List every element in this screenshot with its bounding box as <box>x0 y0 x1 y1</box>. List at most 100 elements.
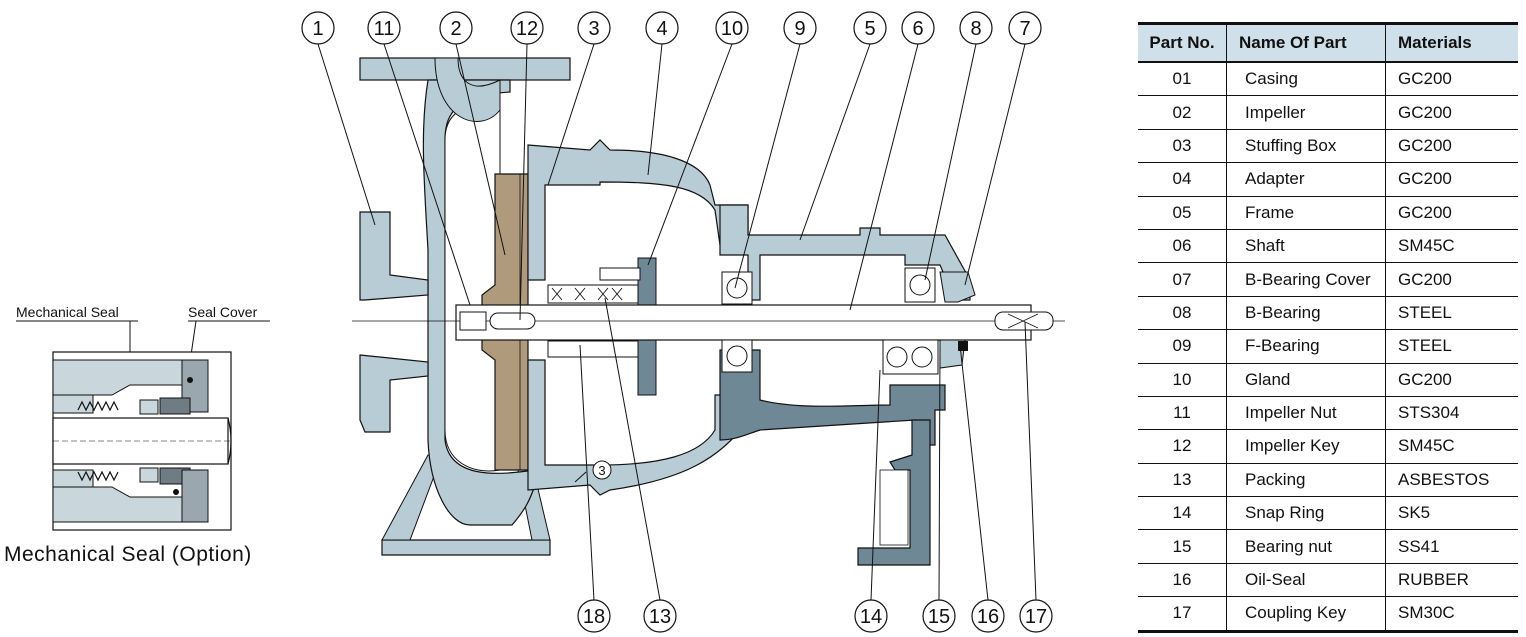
callout-3-text: 3 <box>588 18 599 40</box>
part-name-cell: Stuffing Box <box>1226 129 1386 164</box>
callout-9-text: 9 <box>794 18 805 40</box>
callout-1-text: 1 <box>312 18 323 40</box>
callout-15-text: 15 <box>928 606 950 628</box>
material-cell: STS304 <box>1385 396 1518 431</box>
part-no-cell: 01 <box>1138 62 1227 97</box>
part-name-cell: Gland <box>1226 363 1386 397</box>
material-cell: SM45C <box>1385 429 1518 464</box>
part-no-cell: 17 <box>1138 596 1227 633</box>
material-cell: GC200 <box>1385 162 1518 197</box>
callout-11: 11 <box>367 11 401 45</box>
material-cell: GC200 <box>1385 196 1518 230</box>
part-no-cell: 03 <box>1138 129 1227 164</box>
part-no-cell: 09 <box>1138 329 1227 364</box>
header-materials: Materials <box>1385 22 1518 63</box>
callout-8-text: 8 <box>970 18 981 40</box>
callout-10: 10 <box>715 11 749 45</box>
header-name-of-part: Name Of Part <box>1226 22 1386 63</box>
part-name-cell: Impeller <box>1226 95 1386 130</box>
part-no-cell: 06 <box>1138 229 1227 264</box>
part-name-cell: Packing <box>1226 463 1386 498</box>
part-no-cell: 14 <box>1138 496 1227 531</box>
part-name-cell: F-Bearing <box>1226 329 1386 364</box>
part-no-cell: 05 <box>1138 196 1227 230</box>
part-name-cell: Impeller Key <box>1226 429 1386 464</box>
parts-table-header-row: Part No. Name Of Part Materials <box>1138 22 1518 63</box>
header-part-no: Part No. <box>1138 22 1227 63</box>
callout-2: 2 <box>439 11 473 45</box>
material-cell: GC200 <box>1385 363 1518 397</box>
callout-5-text: 5 <box>864 18 875 40</box>
material-cell: GC200 <box>1385 129 1518 164</box>
callout-11-text: 11 <box>374 18 395 40</box>
callout-10-text: 10 <box>721 18 743 40</box>
material-cell: SM30C <box>1385 596 1518 633</box>
callout-1: 1 <box>301 11 335 45</box>
part-name-cell: Adapter <box>1226 162 1386 197</box>
callout-3: 3 <box>577 11 611 45</box>
part-name-cell: Frame <box>1226 196 1386 230</box>
part-no-cell: 11 <box>1138 396 1227 431</box>
callout-2-text: 2 <box>450 18 461 40</box>
part-no-cell: 13 <box>1138 463 1227 498</box>
callout-7: 7 <box>1008 11 1042 45</box>
part-name-cell: Impeller Nut <box>1226 396 1386 431</box>
mechanical-seal-caption: Mechanical Seal (Option) <box>4 543 252 566</box>
part-name-cell: Coupling Key <box>1226 596 1386 633</box>
callout-7-text: 7 <box>1019 18 1030 40</box>
material-cell: SK5 <box>1385 496 1518 531</box>
part-no-cell: 16 <box>1138 563 1227 598</box>
material-cell: GC200 <box>1385 95 1518 130</box>
callout-leaders <box>317 43 1037 601</box>
pump-section <box>352 57 1065 566</box>
part-no-cell: 02 <box>1138 95 1227 130</box>
part-name-cell: Bearing nut <box>1226 529 1386 564</box>
callout-14: 14 <box>854 599 888 633</box>
part-no-cell: 04 <box>1138 162 1227 197</box>
material-cell: GC200 <box>1385 262 1518 297</box>
callout-circles-top: 1 11 2 12 3 4 10 9 5 6 8 7 <box>301 11 1042 45</box>
part-name-cell: Oil-Seal <box>1226 563 1386 598</box>
part-name-cell: B-Bearing <box>1226 296 1386 331</box>
callout-17-text: 17 <box>1025 606 1047 628</box>
callout-4-text: 4 <box>656 18 667 40</box>
callout-12: 12 <box>510 11 544 45</box>
callout-6-text: 6 <box>912 18 923 40</box>
callout-16: 16 <box>971 599 1005 633</box>
callout-12-text: 12 <box>516 18 538 40</box>
callout-15: 15 <box>922 599 956 633</box>
callout-6: 6 <box>901 11 935 45</box>
seal-cover-label: Seal Cover <box>188 304 258 320</box>
callout-17: 17 <box>1019 599 1053 633</box>
part-no-cell: 08 <box>1138 296 1227 331</box>
callout-5: 5 <box>853 11 887 45</box>
callout-14-text: 14 <box>860 606 882 628</box>
callout-3-lower-text: 3 <box>598 463 605 478</box>
material-cell: SS41 <box>1385 529 1518 564</box>
part-no-cell: 10 <box>1138 363 1227 397</box>
part-no-cell: 07 <box>1138 262 1227 297</box>
material-cell: STEEL <box>1385 329 1518 364</box>
material-cell: STEEL <box>1385 296 1518 331</box>
material-cell: RUBBER <box>1385 563 1518 598</box>
part-no-cell: 12 <box>1138 429 1227 464</box>
callout-13-text: 13 <box>649 606 671 628</box>
material-cell: ASBESTOS <box>1385 463 1518 498</box>
callout-3-lower: 3 <box>574 460 612 483</box>
callout-13: 13 <box>643 599 677 633</box>
